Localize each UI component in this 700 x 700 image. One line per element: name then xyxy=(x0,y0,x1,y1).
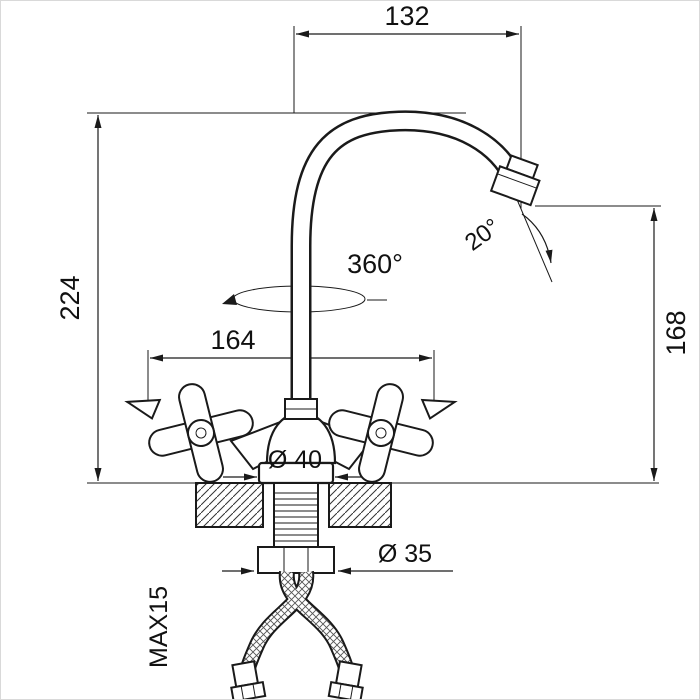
flexible-hoses xyxy=(238,570,356,679)
thread-diameter-label: Ø 35 xyxy=(378,540,432,568)
spout-gooseneck xyxy=(290,110,524,421)
dimension-spout-height xyxy=(535,205,661,481)
swivel-angle-label: 360° xyxy=(347,249,403,279)
base-diameter-label: Ø 40 xyxy=(268,446,322,474)
top-width-label: 132 xyxy=(384,1,429,31)
dimension-labels: 132 224 164 168 360° 20° Ø 40 Ø 35 MAX15 xyxy=(55,1,691,668)
tilt-angle-label: 20° xyxy=(460,213,505,256)
left-handle xyxy=(124,383,254,483)
left-hose-fitting xyxy=(230,660,267,699)
spout-coupling xyxy=(284,398,318,420)
spout-aerator xyxy=(489,154,541,207)
counter-deck xyxy=(195,482,392,528)
threaded-shank xyxy=(273,482,319,548)
max-deck-thickness-label: MAX15 xyxy=(145,586,173,668)
overall-height-label: 224 xyxy=(55,275,85,320)
mounting-nut xyxy=(257,546,335,574)
right-hose-fitting xyxy=(327,660,364,699)
spout-height-label: 168 xyxy=(661,310,691,355)
faucet-drawing xyxy=(124,110,541,699)
handle-span-label: 164 xyxy=(210,325,255,355)
right-handle xyxy=(328,383,458,483)
